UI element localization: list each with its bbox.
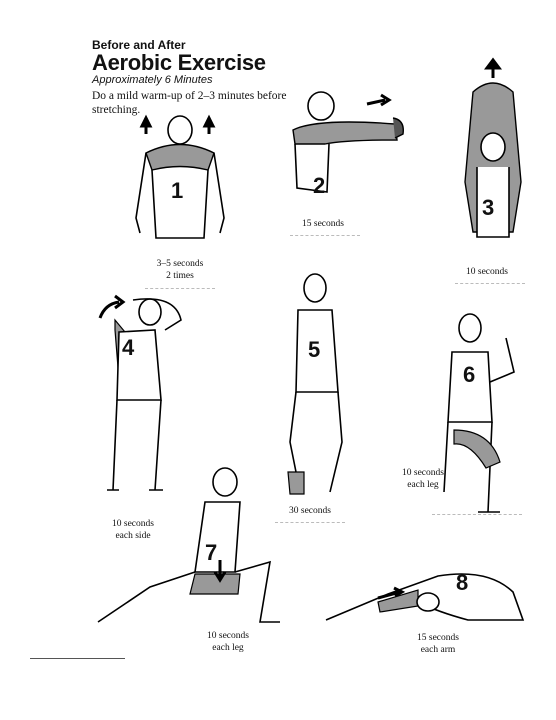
footer-rule xyxy=(30,658,125,659)
exercise-4-number: 4 xyxy=(122,335,135,360)
exercise-3-caption: 10 seconds xyxy=(466,267,508,277)
exercise-4-caption: 10 seconds each side xyxy=(112,519,154,541)
arrow-up-icon xyxy=(139,114,153,134)
exercise-1-caption: 3–5 seconds 2 times xyxy=(156,259,204,281)
exercise-5-number: 5 xyxy=(308,337,321,362)
exercise-8-number: 8 xyxy=(456,570,469,595)
header-eyebrow: Before and After xyxy=(92,38,186,52)
arrow-right-icon xyxy=(366,93,392,107)
exercise-5-caption: 30 seconds xyxy=(289,506,331,516)
exercise-7-number: 7 xyxy=(205,540,218,565)
exercise-1-number: 1 xyxy=(171,178,184,203)
arm-extension-illustration xyxy=(292,91,404,193)
exercise-7-figure: 7 xyxy=(90,462,290,632)
header-subtitle: Approximately 6 Minutes xyxy=(92,74,213,86)
exercise-2-number: 2 xyxy=(313,173,326,198)
squat-illustration xyxy=(287,273,343,495)
arm-reach-stretch-illustration xyxy=(325,573,525,621)
overhead-stretch-illustration xyxy=(464,57,522,238)
arrow-up-icon xyxy=(202,114,216,134)
intro-text: Do a mild warm-up of 2–3 minutes before … xyxy=(92,90,287,116)
exercise-3-number: 3 xyxy=(482,195,495,220)
side-stretch-illustration xyxy=(98,294,182,491)
exercise-1-figure: 1 xyxy=(128,108,238,258)
exercise-8-figure: 8 xyxy=(318,562,538,632)
arrow-curved-icon xyxy=(98,294,126,319)
shoulder-shrug-illustration xyxy=(135,114,225,239)
arrow-down-icon xyxy=(213,560,227,583)
exercise-7-caption: 10 seconds each leg xyxy=(207,631,249,653)
page-title: Aerobic Exercise xyxy=(92,50,266,75)
exercise-6-caption: 10 seconds each leg xyxy=(402,468,444,490)
exercise-8-caption: 15 seconds each arm xyxy=(417,633,459,655)
exercise-6-figure: 6 xyxy=(430,312,530,517)
exercise-4-figure: 4 xyxy=(95,290,185,515)
exercise-3-figure: 3 xyxy=(455,52,530,257)
exercise-2-figure: 2 xyxy=(285,88,415,213)
exercise-2-caption: 15 seconds xyxy=(302,219,344,229)
quad-stretch-illustration xyxy=(443,313,515,513)
exercise-5-figure: 5 xyxy=(280,272,360,502)
arrow-right-icon xyxy=(377,586,406,600)
exercise-6-number: 6 xyxy=(463,362,476,387)
lunge-illustration xyxy=(97,467,280,623)
arrow-up-icon xyxy=(484,57,502,78)
